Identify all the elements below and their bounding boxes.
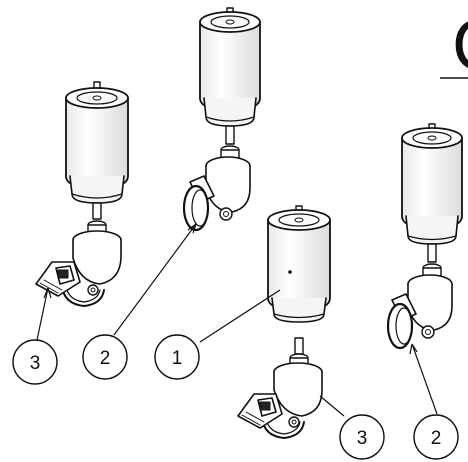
callout-label: 3 — [357, 428, 368, 449]
leader-line-2 — [113, 223, 197, 336]
leg-middle-plain — [182, 7, 261, 232]
leader-arrow-5 — [409, 343, 418, 355]
leader-line-5 — [411, 343, 438, 415]
leader-line-3 — [199, 289, 281, 343]
callout-circle — [339, 414, 385, 460]
leader-arrow-1 — [43, 287, 52, 299]
callout-2: 2 — [82, 334, 128, 380]
callout-1: 3 — [12, 339, 58, 385]
callout-label: 2 — [431, 428, 442, 449]
callout-3: 1 — [154, 334, 200, 380]
callout-circle — [12, 339, 58, 385]
leg-center-body — [267, 205, 331, 323]
corner-heading: C — [452, 6, 468, 86]
callout-4: 3 — [339, 414, 385, 460]
callout-label: 2 — [100, 348, 111, 369]
callout-circle — [413, 414, 459, 460]
leg-left-brake — [35, 81, 129, 307]
callout-5: 2 — [413, 414, 459, 460]
callout-circle — [82, 334, 128, 380]
leg-bottom-brake — [237, 337, 323, 439]
leader-line-4 — [319, 395, 345, 417]
leader-arrow-2 — [187, 223, 197, 234]
leader-lines — [36, 223, 438, 417]
callout-circle — [154, 334, 200, 380]
callout-label: 3 — [30, 353, 41, 374]
callout-label: 1 — [172, 348, 183, 369]
leg-right-plain — [386, 123, 463, 350]
leader-line-1 — [36, 287, 49, 341]
